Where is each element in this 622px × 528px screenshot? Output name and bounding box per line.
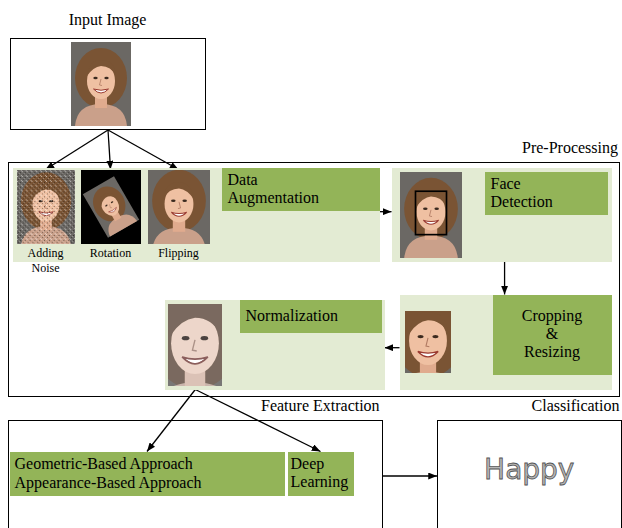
image-caption: Rotation [81, 246, 141, 261]
image-caption: Flipping [148, 246, 210, 261]
box-heading: Input Image [11, 11, 204, 29]
step-panel: Cropping & Resizing [400, 295, 612, 390]
flow-arrow [108, 130, 179, 170]
face-photo [148, 170, 210, 244]
image-thumb: Flipping [148, 170, 210, 244]
method-box: Deep Learning [288, 452, 354, 496]
flow-arrow [108, 130, 111, 170]
step-panel: Normalization [165, 300, 385, 390]
method-label: Geometric-Based Approach [10, 455, 198, 473]
stage-box: ClassificationHappy [437, 420, 622, 528]
input-box: Input Image [10, 38, 206, 130]
method-box: Geometric-Based ApproachAppearance-Based… [10, 452, 285, 496]
step-label: Cropping & Resizing [493, 295, 612, 375]
flow-arrow [504, 262, 505, 295]
flow-arrow [46, 130, 109, 170]
face-photo [71, 42, 131, 126]
step-label: Data Augmentation [222, 168, 380, 212]
step-panel: Face Detection [392, 168, 612, 262]
method-label: Appearance-Based Approach [10, 474, 207, 492]
method-label: Deep Learning [288, 455, 354, 492]
flow-arrow [383, 475, 437, 476]
step-label: Face Detection [485, 172, 608, 216]
flow-arrow [380, 211, 392, 212]
result-text: Happy [438, 453, 621, 487]
stage-box: Adding NoiseRotationFlippingData Augment… [8, 162, 620, 397]
face-photo [17, 170, 75, 244]
stage-box: Geometric-Based ApproachAppearance-Based… [8, 420, 383, 528]
face-photo [405, 311, 451, 373]
flow-arrow [385, 347, 400, 348]
image-thumb: Rotation [81, 170, 141, 244]
box-heading: Feature Extraction [259, 397, 382, 415]
face-photo [168, 304, 222, 386]
step-panel: Adding NoiseRotationFlippingData Augment… [13, 168, 380, 262]
box-heading: Pre-Processing [522, 139, 618, 157]
face-photo [81, 170, 141, 244]
image-thumb: Adding Noise [17, 170, 75, 244]
box-heading: Classification [532, 397, 620, 415]
image-caption: Adding Noise [17, 246, 75, 276]
step-label: Normalization [240, 300, 382, 333]
face-photo [400, 172, 462, 258]
